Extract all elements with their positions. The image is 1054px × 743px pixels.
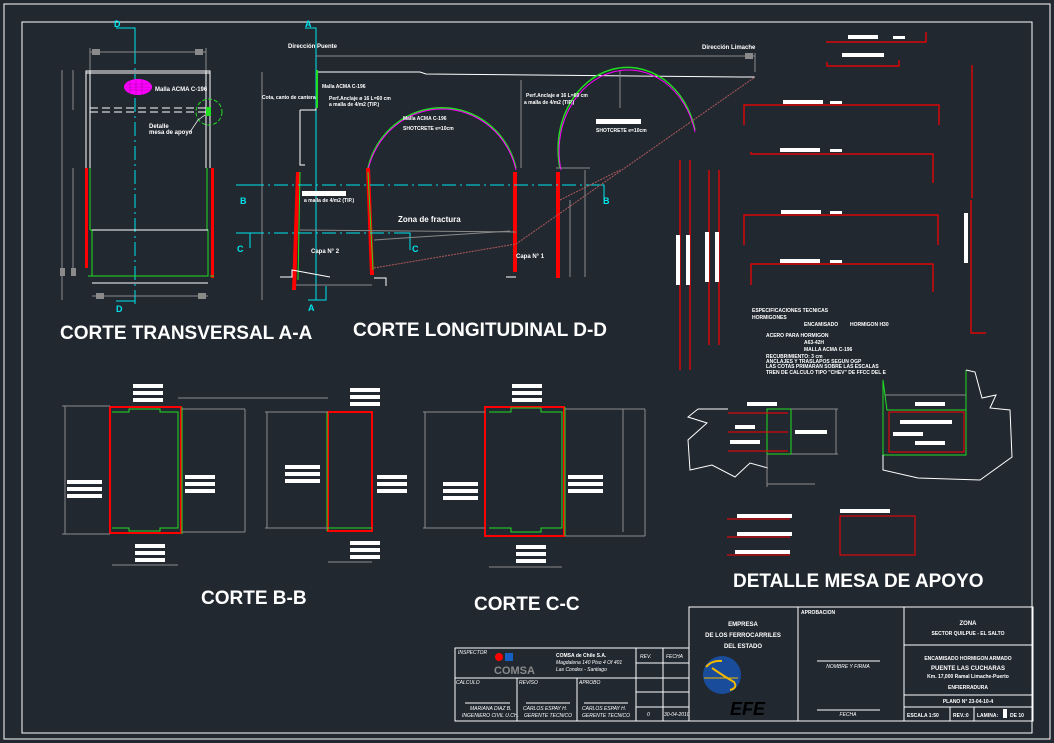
tb-reviso-name: CARLOS ESPAY H. <box>523 706 567 712</box>
label-capa-2: Capa N° 2 <box>311 249 340 255</box>
tb-inspector-label: INSPECTOR <box>458 650 487 656</box>
tb-aprobo-title: GERENTE TECNICO <box>582 713 630 719</box>
comsa-logo-blue-square <box>505 653 513 661</box>
label-malla-acma-1: Malla ACMA C-196 <box>155 87 208 93</box>
marker-d-top-label: D <box>114 19 121 29</box>
corte-longitudinal-dd: A Dirección Puente Dirección Limache B <box>236 19 756 341</box>
tb-company-addr1: Magdalena 140 Piso 4 Of 401 <box>556 660 622 666</box>
marker-d-bottom-label: D <box>116 304 123 314</box>
section-marker-d-top <box>116 27 136 50</box>
label-cota: Cota, canto de cantera <box>262 95 316 101</box>
specs-acero-val: A63-42H <box>804 340 824 346</box>
tb-plano: PLANO N° 23-04-10-4 <box>943 699 994 705</box>
label-perforacion-2b: a malla de 4/m2 (TIP.) <box>524 100 575 106</box>
label-mesa-apoyo: mesa de apoyo <box>149 130 193 136</box>
bar-labels <box>676 35 968 285</box>
corte-bb: CORTE B-B <box>62 384 407 609</box>
label-perforacion-1: Perf.Anclaje ø 16 L=60 cm <box>329 96 391 102</box>
label-detalle: Detalle <box>149 124 169 130</box>
marker-a-top-label: A <box>305 19 312 29</box>
tb-aprobo-name: CARLOS ESPAY H. <box>582 706 626 712</box>
tb-empresa-l3: DEL ESTADO <box>724 644 762 650</box>
tb-fecha-label: FECHA <box>666 654 684 660</box>
specs-tren: TREN DE CALCULO TIPO "CHEV" DE FFCC DEL … <box>766 370 887 376</box>
detalle-mesa-apoyo: DETALLE MESA DE APOYO <box>686 369 1013 592</box>
tb-lamina-number <box>1003 709 1007 718</box>
tb-reviso-title: GERENTE TECNICO <box>524 713 572 719</box>
marker-b-left-label: B <box>240 196 247 206</box>
tb-calculo-name: MARIANA DIAZ B. <box>470 706 512 712</box>
tb-company-name: COMSA de Chile S.A. <box>556 653 607 659</box>
title-corte-transversal: CORTE TRANSVERSAL A-A <box>60 323 313 344</box>
specs-acero: ACERO PARA HORMIGON <box>766 333 829 339</box>
tb-fecha-value: 30-04-2010 <box>664 712 690 718</box>
label-perforacion-1b: a malla de 4/m2 (TIP.) <box>329 102 380 108</box>
tb-nombre-firma: NOMBRE Y FIRMA <box>826 664 870 670</box>
title-block <box>454 606 1034 722</box>
label-shotcrete-1: SHOTCRETE e=10cm <box>403 126 454 132</box>
title-detalle-mesa: DETALLE MESA DE APOYO <box>733 571 984 592</box>
comsa-logo-red-dot <box>495 653 503 661</box>
tb-zona-label: ZONA <box>960 621 978 627</box>
tb-calculo-label: CALCULO <box>456 680 480 686</box>
efe-logo-globe <box>703 656 741 694</box>
specs-col1: ENCAMISADO <box>804 322 838 328</box>
technical-specs: ESPECIFICACIONES TECNICAS HORMIGONES ENC… <box>752 308 889 376</box>
tb-rev-short: REV.:0 <box>953 713 969 719</box>
tb-rev-label: REV. <box>640 654 651 660</box>
tb-empresa-l1: EMPRESA <box>728 622 758 628</box>
title-corte-longitudinal: CORTE LONGITUDINAL D-D <box>353 320 607 341</box>
title-corte-bb: CORTE B-B <box>201 588 307 609</box>
marker-b-right-label: B <box>603 196 610 206</box>
tb-rev-value: 0 <box>647 712 650 718</box>
corte-transversal-aa: D Malla ACMA C-196 Detalle mesa de apoyo <box>60 19 313 344</box>
label-malla-acma-3: Malla ACMA C-196 <box>403 116 447 122</box>
tb-proj-l4: ENFIERRADURA <box>948 685 988 691</box>
specs-recubrimiento: RECUBRIMIENTO: 3 cm <box>766 354 823 360</box>
label-shotcrete-2: SHOTCRETE e=10cm <box>596 128 647 134</box>
efe-logo-text: EFE <box>730 699 766 719</box>
tb-reviso-label: REVISO <box>519 680 538 686</box>
corte-cc: CORTE C-C <box>423 384 646 615</box>
label-perforacion-2: Perf.Anclaje ø 16 L=60 cm <box>526 93 588 99</box>
tb-fecha-sig: FECHA <box>840 712 858 718</box>
tb-aprobo-label: APROBO <box>578 680 601 686</box>
outer-border <box>3 3 1051 740</box>
marker-c-left-label: C <box>237 244 244 254</box>
tb-aprobacion-label: APROBACION <box>801 610 836 616</box>
tb-proj-l2: PUENTE LAS CUCHARAS <box>931 666 1005 672</box>
label-direccion-puente: Dirección Puente <box>288 44 338 50</box>
specs-malla: MALLA ACMA C-196 <box>804 347 853 353</box>
bar-schedule <box>679 32 986 370</box>
specs-title: ESPECIFICACIONES TECNICAS <box>752 308 829 314</box>
title-corte-cc: CORTE C-C <box>474 594 580 615</box>
tb-zona-value: SECTOR QUILPUE - EL SALTO <box>932 631 1005 637</box>
specs-cotas: LAS COTAS PRIMARAN SOBRE LAS ESCALAS <box>766 364 879 370</box>
inner-border <box>21 21 1033 734</box>
title-block-text: INSPECTOR COMSA COMSA de Chile S.A. Magd… <box>456 610 1024 719</box>
section-marker-d-bottom <box>116 296 136 302</box>
tb-lamina: LAMINA: <box>977 713 998 719</box>
tb-empresa-l2: DE LOS FERROCARRILES <box>705 633 781 639</box>
tb-calculo-title: INGENIERO CIVIL U.CH. <box>462 713 519 719</box>
label-zona-fractura: Zona de fractura <box>398 215 461 224</box>
label-malla-acma-2: Malla ACMA C-196 <box>322 84 366 90</box>
tb-lamina-of: DE 10 <box>1010 713 1024 719</box>
label-capa-1: Capa N° 1 <box>516 254 545 260</box>
marker-a-bottom-label: A <box>308 303 315 313</box>
comsa-logo: COMSA <box>494 665 535 677</box>
tb-proj-l3: Km. 17,000 Ramal Limache-Puerto <box>927 674 1009 680</box>
specs-hormigones: HORMIGONES <box>752 315 787 321</box>
drawing-area <box>22 22 1032 733</box>
specs-anclajes: ANCLAJES Y TRASLAPOS SEGUN OGP <box>766 359 862 365</box>
tb-company-addr2: Las Condes - Santiago <box>556 667 607 673</box>
marker-c-right-label: C <box>412 244 419 254</box>
tb-escala: ESCALA 1:50 <box>907 713 939 719</box>
specs-col2: HORMIGON H30 <box>850 322 889 328</box>
label-malla-acma-4b: a malla de 4/m2 (TIP.) <box>304 198 355 204</box>
tb-proj-l1: ENCAMISADO HORMIGON ARMADO <box>924 656 1011 662</box>
label-direccion-limache: Dirección Limache <box>702 45 756 51</box>
